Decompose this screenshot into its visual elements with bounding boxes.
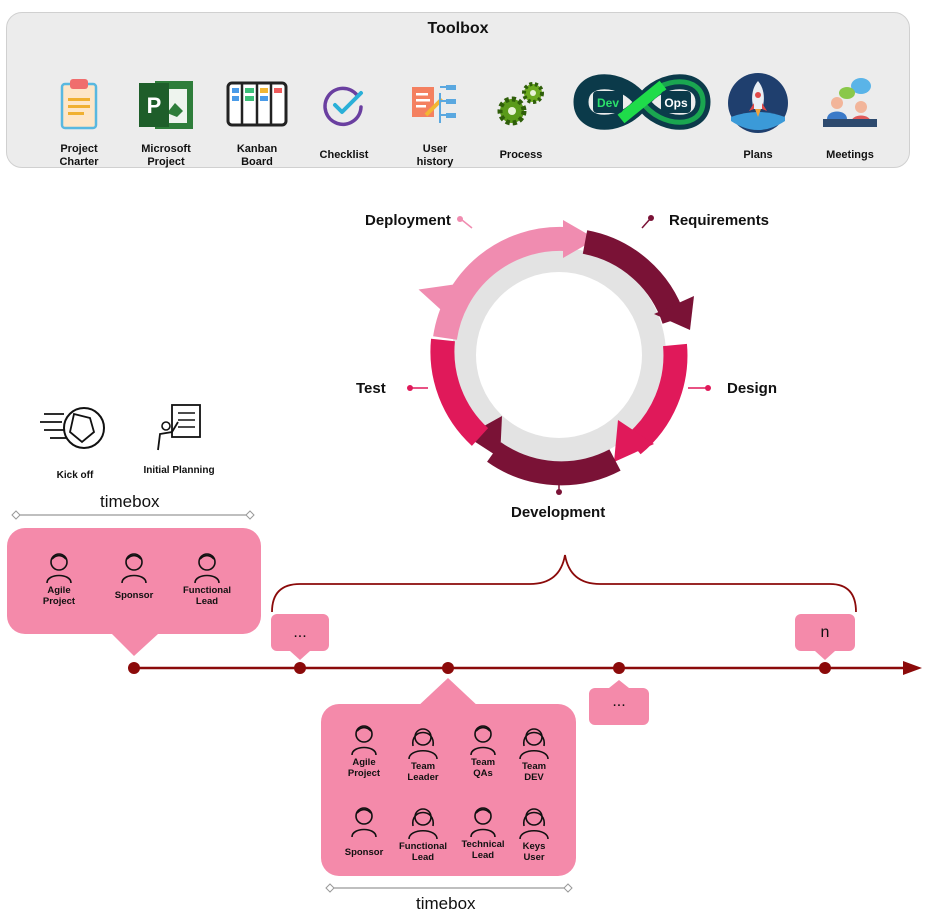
tool-project-charter[interactable]: Project Charter	[34, 73, 124, 169]
person-icon	[351, 807, 377, 838]
tool-label: User history	[416, 143, 454, 168]
planning-presentation-icon	[157, 404, 201, 451]
team-member: Functional Lead	[393, 800, 453, 863]
timebox-label-top: timebox	[100, 492, 160, 511]
toolbox-title: Toolbox	[427, 20, 489, 37]
person-female-icon	[519, 728, 549, 760]
stage-development: Development	[511, 504, 606, 521]
tool-checklist[interactable]: Checklist	[299, 73, 389, 162]
tool-label: Project Charter	[59, 143, 99, 168]
cycle-arc-deployment	[433, 226, 566, 341]
milestone-dot	[819, 662, 831, 674]
stage-requirements: Requirements	[669, 212, 770, 229]
person-icon	[194, 553, 220, 584]
stage-design: Design	[727, 380, 778, 397]
devops-dev-text: Dev	[597, 96, 619, 110]
kanban-icon	[226, 81, 288, 127]
rocket-icon	[728, 73, 788, 133]
initial-planning-label: Initial Planning	[143, 465, 215, 476]
timebox-label-bottom: timebox	[416, 894, 476, 913]
person-icon	[46, 553, 72, 584]
stage-test: Test	[356, 380, 386, 397]
kickoff-label: Kick off	[56, 470, 94, 481]
team-member: Functional Lead	[177, 550, 237, 607]
cycle-inner-ring	[452, 248, 666, 462]
tool-label: Plans	[743, 149, 773, 161]
team-member: Agile Project	[29, 550, 89, 607]
devops-icon: Dev Ops	[573, 74, 711, 130]
cycle-arc-development	[487, 442, 621, 486]
kickoff-ball-icon	[40, 407, 105, 449]
sprint-n-bubble: n	[795, 614, 855, 651]
milestone-dot	[613, 662, 625, 674]
person-female-icon	[408, 808, 438, 840]
person-female-icon	[519, 808, 549, 840]
tool-meetings[interactable]: Meetings	[805, 73, 895, 162]
checklist-icon	[323, 86, 363, 127]
milestone-dot	[294, 662, 306, 674]
sprint-team-box: Agile Project Team Leader Team QAs Team …	[321, 704, 576, 876]
team-member: Keys User	[504, 800, 564, 863]
team-member: Sponsor	[104, 550, 164, 601]
meeting-icon	[823, 78, 877, 127]
tool-user-history[interactable]: User history	[390, 73, 480, 169]
devops-ops-text: Ops	[664, 96, 688, 110]
milestone-dot	[128, 662, 140, 674]
svg-text:P: P	[147, 93, 162, 118]
tool-plans[interactable]: Plans	[713, 73, 803, 162]
ms-project-icon: P	[139, 81, 193, 129]
sprint-ellipsis-bubble: ...	[589, 688, 649, 725]
team-member: Team QAs	[453, 722, 513, 779]
tool-devops[interactable]: Dev Ops	[573, 69, 711, 135]
team-member: Team Leader	[393, 720, 453, 783]
tool-label: Checklist	[319, 149, 369, 161]
tool-label: Process	[499, 149, 543, 161]
user-story-icon	[412, 85, 456, 123]
tool-label: Meetings	[826, 149, 874, 161]
person-icon	[121, 553, 147, 584]
milestone-dot	[442, 662, 454, 674]
team-member: Agile Project	[334, 722, 394, 779]
clipboard-icon	[60, 79, 98, 130]
initial-team-box: Agile Project Sponsor Functional Lead	[7, 528, 261, 634]
team-member: Team DEV	[504, 720, 564, 783]
toolbox-panel: Toolbox Project Charter P Microsoft Proj…	[6, 12, 910, 168]
tool-label: Kanban Board	[236, 143, 278, 168]
tool-microsoft-project[interactable]: P Microsoft Project	[121, 73, 211, 169]
tool-process[interactable]: Process	[476, 73, 566, 162]
cycle-arc-requirements	[582, 230, 686, 325]
gears-icon	[497, 82, 544, 126]
stage-deployment: Deployment	[365, 212, 451, 229]
team-member: Sponsor	[334, 804, 394, 858]
team-member: Technical Lead	[453, 804, 513, 861]
tool-label: Microsoft Project	[141, 143, 191, 168]
cycle-arc-test	[430, 338, 489, 446]
cycle-arc-design	[625, 343, 688, 455]
tool-kanban-board[interactable]: Kanban Board	[212, 73, 302, 169]
person-icon	[470, 725, 496, 756]
timeline-arrowhead	[903, 661, 922, 675]
person-icon	[351, 725, 377, 756]
person-female-icon	[408, 728, 438, 760]
iteration-brace	[271, 554, 857, 613]
sprint-ellipsis-bubble: ...	[271, 614, 329, 651]
person-icon	[470, 807, 496, 838]
